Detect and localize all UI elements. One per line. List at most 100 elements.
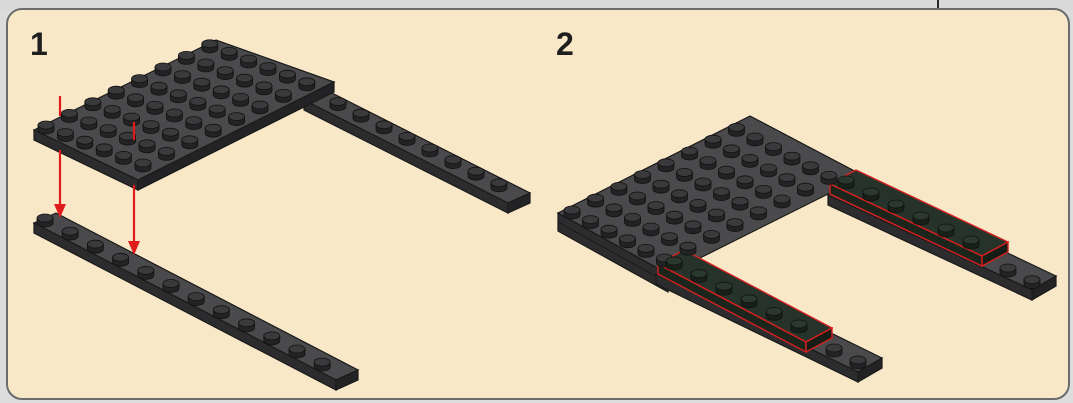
stud — [237, 74, 253, 87]
stud — [737, 176, 753, 189]
stud — [213, 306, 229, 319]
stud — [135, 159, 151, 172]
stud — [695, 178, 711, 191]
stud — [155, 63, 171, 76]
stud — [666, 257, 682, 270]
stud — [803, 162, 819, 175]
stud — [299, 78, 315, 91]
stud — [863, 188, 879, 201]
stud — [821, 171, 837, 184]
stud — [264, 332, 280, 345]
stud — [221, 47, 237, 60]
stud — [611, 182, 627, 195]
stud — [963, 236, 979, 249]
stud — [217, 67, 233, 80]
stud — [938, 224, 954, 237]
stud — [838, 176, 854, 189]
stud — [239, 319, 255, 332]
stud — [761, 164, 777, 177]
stud — [913, 212, 929, 225]
stud — [113, 253, 129, 266]
stud — [672, 190, 688, 203]
stud — [61, 109, 77, 122]
stud — [826, 344, 842, 357]
stud — [353, 109, 369, 122]
stud — [96, 144, 112, 157]
stud — [100, 125, 116, 138]
stud — [662, 233, 678, 246]
stud — [194, 78, 210, 91]
stud — [798, 183, 814, 196]
stud — [658, 159, 674, 172]
stud — [202, 40, 218, 53]
stud — [445, 156, 461, 169]
stud — [37, 214, 53, 227]
stud — [705, 135, 721, 148]
stud — [704, 230, 720, 243]
stud — [774, 195, 790, 208]
stud — [732, 197, 748, 210]
stud — [1024, 276, 1040, 289]
stud — [188, 293, 204, 306]
stud — [147, 101, 163, 114]
plate-1x12-loose-icon — [34, 213, 358, 390]
stud — [583, 216, 599, 229]
stud — [260, 63, 276, 76]
stud — [190, 97, 206, 110]
stud — [742, 154, 758, 167]
stud — [648, 202, 664, 215]
stud — [87, 240, 103, 253]
stud — [630, 192, 646, 205]
stud — [747, 133, 763, 146]
stud — [205, 124, 221, 137]
stud — [564, 206, 580, 219]
stud — [81, 117, 97, 130]
stud — [714, 188, 730, 201]
stud — [709, 209, 725, 222]
stud — [38, 121, 54, 134]
stud — [229, 113, 245, 126]
stud — [241, 55, 257, 68]
stud — [638, 244, 654, 257]
stud — [275, 89, 291, 102]
stud — [719, 166, 735, 179]
stud — [700, 157, 716, 170]
stud — [620, 235, 636, 248]
stud — [399, 132, 415, 145]
stud — [677, 168, 693, 181]
stud — [766, 307, 782, 320]
stud — [151, 82, 167, 95]
stud — [690, 199, 706, 212]
stud — [108, 86, 124, 99]
stud — [85, 98, 101, 111]
instruction-panel: 1 2 — [6, 8, 1070, 400]
stud — [256, 82, 272, 95]
stud — [62, 227, 78, 240]
stud — [766, 143, 782, 156]
stud — [422, 144, 438, 157]
stud — [143, 121, 159, 134]
stud — [625, 213, 641, 226]
assembly-illustration — [8, 10, 1070, 400]
stud — [77, 136, 93, 149]
stud — [124, 113, 140, 126]
stud — [252, 101, 268, 114]
stud — [667, 211, 683, 224]
stud — [643, 223, 659, 236]
stud — [680, 242, 696, 255]
stud — [784, 152, 800, 165]
stud — [741, 295, 757, 308]
stud — [653, 180, 669, 193]
stud — [139, 140, 155, 153]
stud — [791, 320, 807, 333]
stud — [166, 109, 182, 122]
stud — [138, 266, 154, 279]
stud — [174, 71, 190, 84]
stud — [57, 129, 73, 142]
stud — [209, 105, 225, 118]
stud — [635, 171, 651, 184]
step1-assembly — [34, 40, 530, 390]
stud — [682, 147, 698, 160]
plate-1x12-attached-icon — [304, 86, 530, 213]
